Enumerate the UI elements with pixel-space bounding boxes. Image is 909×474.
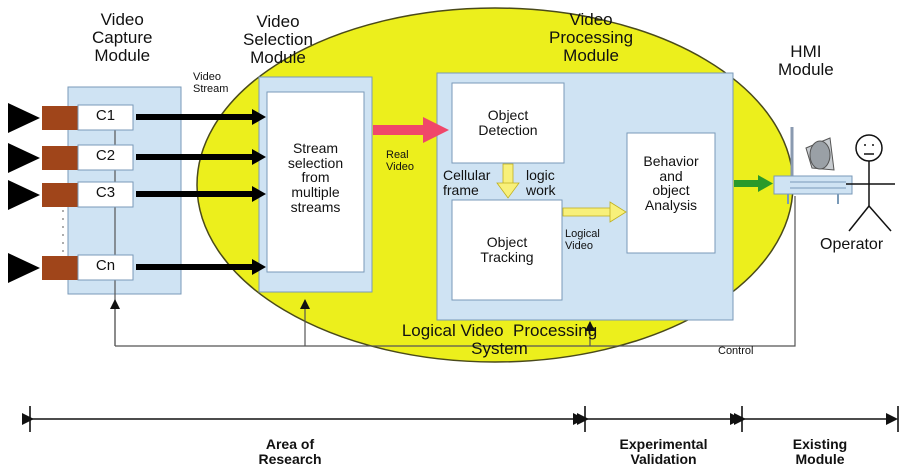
- object-tracking-text: Object Tracking: [480, 234, 534, 265]
- camera-body-c3: [42, 183, 78, 207]
- camera-group: [8, 103, 134, 283]
- camera-lens-c2: [8, 143, 40, 173]
- range-research-label: Area of Research: [258, 436, 322, 467]
- processing-module-title: Video Processing Module: [549, 10, 634, 65]
- real-video-label: Real Video: [386, 149, 414, 173]
- camera-label-box-c1: [77, 104, 134, 131]
- object-detection-box: [451, 82, 565, 164]
- control-label: Control: [718, 345, 754, 357]
- range-experimental-label: Experimental Validation: [619, 436, 708, 467]
- cellular-frame-label: Cellular frame: [443, 167, 491, 198]
- camera-body-cn: [42, 256, 78, 280]
- logical-video-arrow: [562, 201, 627, 223]
- camera-label-cn: Cn: [95, 257, 116, 274]
- operator-icon: [846, 134, 895, 232]
- logic-down-arrow: [496, 163, 520, 199]
- selection-module-title: Video Selection Module: [243, 12, 313, 67]
- camera-label-box-c3: [77, 181, 134, 208]
- camera-lens-c1: [8, 103, 40, 133]
- logical-system-label: Logical Video Processing System: [401, 321, 598, 358]
- video-stream-label: Video Stream: [193, 71, 229, 95]
- stream-selection-box: [266, 91, 365, 273]
- capture-module-title: Video Capture Module: [92, 10, 153, 65]
- range-existing-label: Existing Module: [792, 436, 848, 467]
- object-detection-text: Object Detection: [478, 107, 538, 138]
- hmi-arrow: [734, 175, 773, 192]
- real-video-arrow: [373, 117, 449, 143]
- camera-lens-cn: [8, 253, 40, 283]
- stream-arrows: [136, 109, 266, 275]
- stream-selection-text: Stream selection from multiple streams: [287, 140, 344, 215]
- range-lines: [22, 406, 899, 432]
- camera-label-box-c2: [77, 144, 134, 171]
- object-tracking-box: [451, 199, 563, 301]
- behavior-analysis-text: Behavior and object Analysis: [643, 153, 699, 214]
- operator-label: Operator: [820, 236, 884, 253]
- control-loop: [110, 196, 796, 347]
- logic-work-label: logic work: [526, 167, 556, 198]
- camera-lens-c3: [8, 180, 40, 210]
- camera-label-box-cn: [77, 254, 134, 281]
- behavior-box: [626, 132, 716, 254]
- camera-label-c1: C1: [95, 107, 116, 124]
- camera-body-c1: [42, 106, 78, 130]
- camera-body-c2: [42, 146, 78, 170]
- camera-label-c2: C2: [95, 147, 116, 164]
- hmi-console: [773, 127, 853, 204]
- camera-label-c3: C3: [95, 184, 116, 201]
- hmi-module-title: HMI Module: [778, 42, 834, 79]
- logical-video-label: Logical Video: [565, 228, 600, 252]
